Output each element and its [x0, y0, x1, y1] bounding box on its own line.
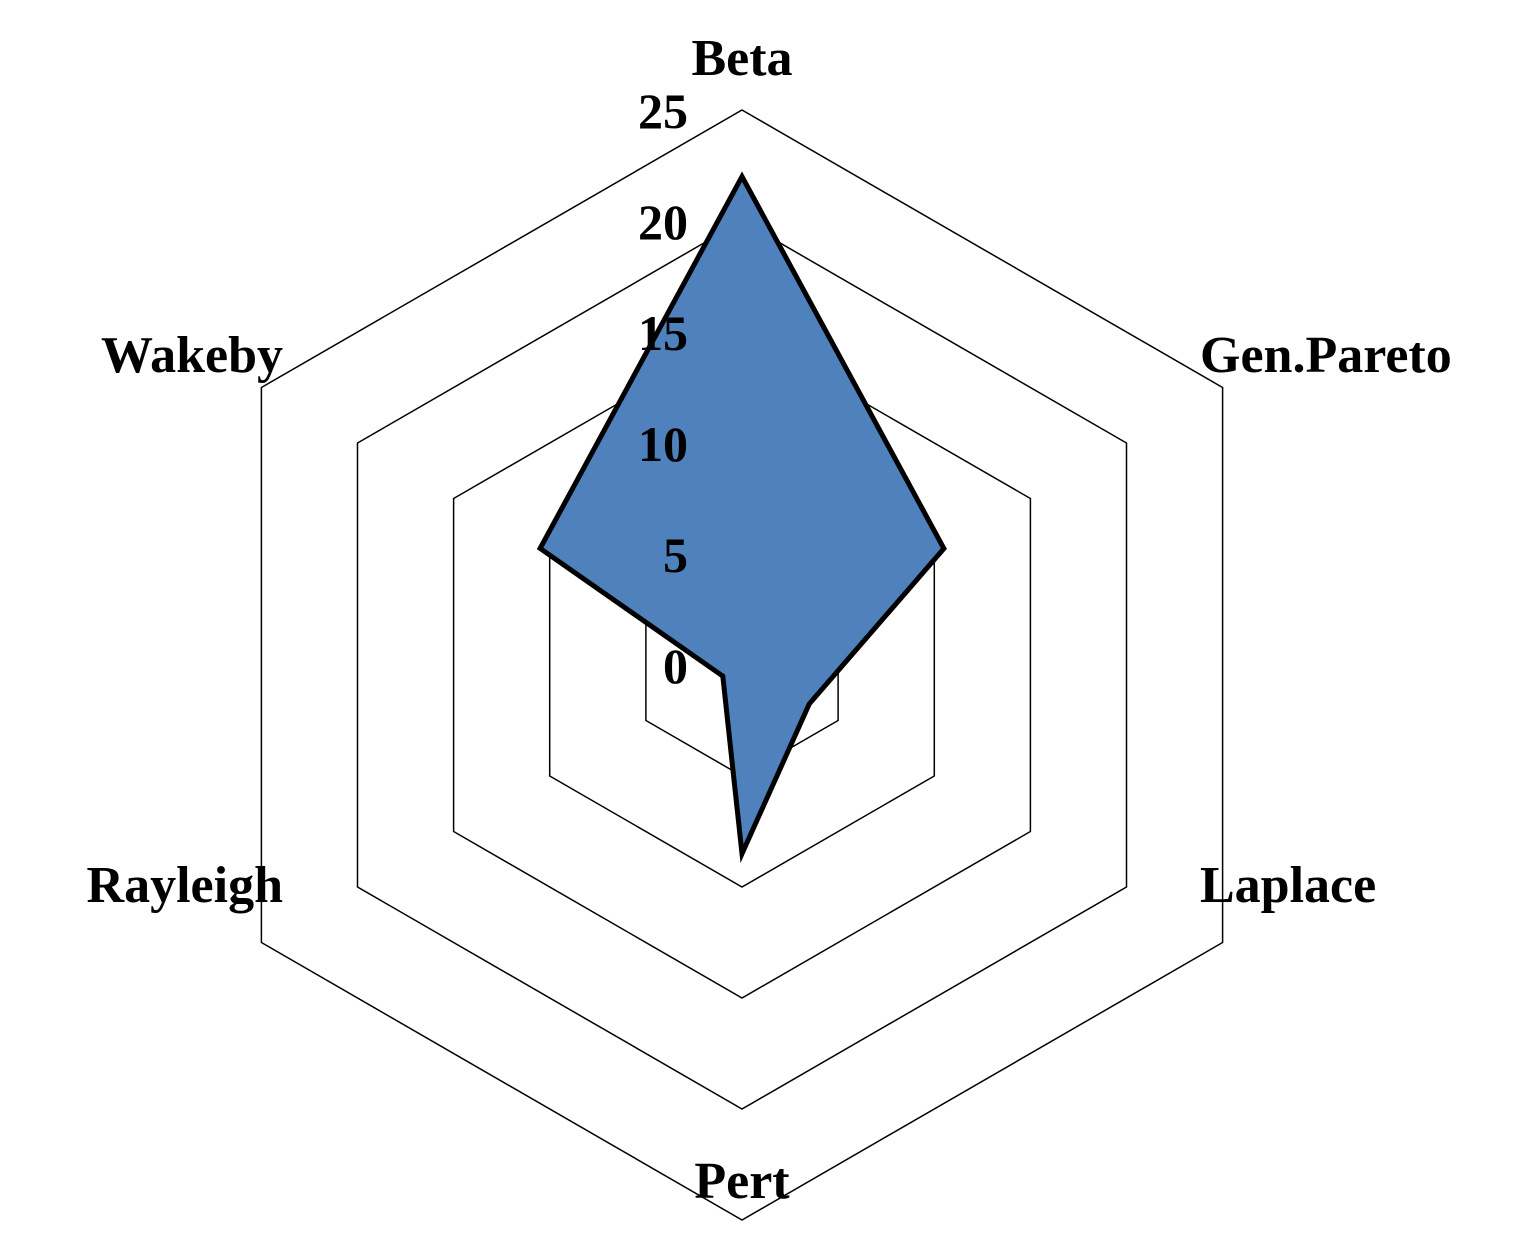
series-layer	[536, 171, 947, 864]
series-area-0	[536, 171, 947, 864]
axis-label-rayleigh: Rayleigh	[87, 857, 284, 914]
tick-label-20: 20	[638, 194, 688, 250]
axis-label-gen-pareto: Gen.Pareto	[1200, 327, 1452, 384]
grid-ring-15	[452, 331, 1032, 999]
tick-label-15: 15	[638, 305, 688, 361]
tick-label-5: 5	[663, 527, 688, 583]
grid-ring-20	[356, 220, 1128, 1110]
axis-label-beta: Beta	[691, 30, 792, 87]
grid-ring-25	[260, 109, 1224, 1221]
axis-label-wakeby: Wakeby	[101, 327, 283, 384]
tick-label-25: 25	[638, 83, 688, 139]
tick-layer: 0 5 10 15 20 25	[638, 83, 688, 694]
axis-label-laplace: Laplace	[1200, 857, 1376, 914]
tick-label-0: 0	[663, 638, 688, 694]
tick-label-10: 10	[638, 416, 688, 472]
axis-label-pert: Pert	[694, 1153, 790, 1210]
